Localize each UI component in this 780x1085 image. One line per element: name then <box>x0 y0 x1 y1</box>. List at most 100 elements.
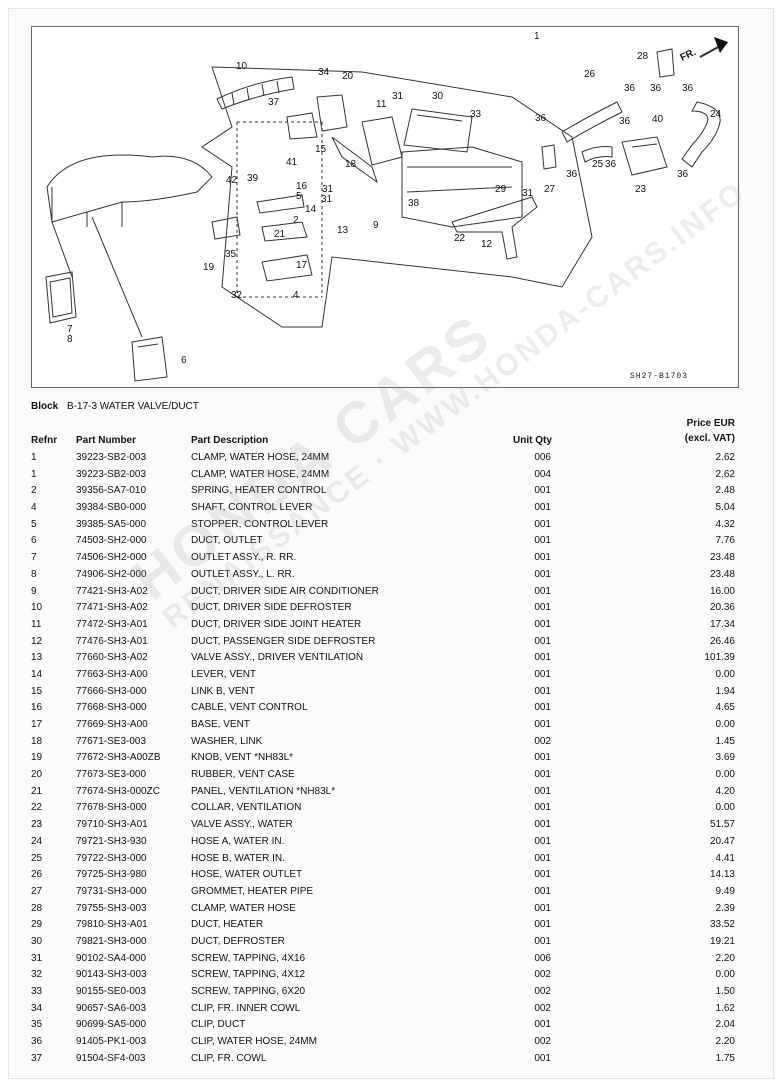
cell-description: WASHER, LINK <box>191 735 263 747</box>
cell-refnr: 13 <box>31 652 43 664</box>
diagram-callout: 42 <box>226 175 238 186</box>
cell-qty: 001 <box>534 518 551 530</box>
cell-description: CLIP, DUCT <box>191 1019 246 1031</box>
cell-qty: 001 <box>534 535 551 547</box>
cell-refnr: 16 <box>31 702 43 714</box>
cell-price: 2.48 <box>715 485 735 497</box>
cell-price: 5.04 <box>715 502 735 514</box>
cell-price: 4.41 <box>715 852 735 864</box>
diagram-callout: 39 <box>247 173 259 184</box>
cell-price: 101.39 <box>704 652 735 664</box>
cell-refnr: 15 <box>31 685 43 697</box>
cell-price: 14.13 <box>709 869 735 881</box>
cell-refnr: 30 <box>31 935 43 947</box>
diagram-callout: 36 <box>650 83 662 94</box>
cell-refnr: 1 <box>31 468 37 480</box>
diagram-callout: 13 <box>337 225 349 236</box>
cell-qty: 006 <box>534 452 551 463</box>
cell-part-number: 77671-SE3-003 <box>76 735 147 747</box>
cell-refnr: 5 <box>31 518 37 530</box>
cell-qty: 001 <box>534 485 551 497</box>
cell-description: BASE, VENT <box>191 719 250 730</box>
cell-price: 51.57 <box>709 819 735 831</box>
cell-refnr: 35 <box>31 1019 43 1031</box>
parts-table-body: 1 39223-SB2-003 CLAMP, WATER HOSE, 24MM 006… <box>31 450 735 1067</box>
diagram-callout: 14 <box>305 204 317 215</box>
cell-qty: 001 <box>534 652 551 664</box>
cell-part-number: 91405-PK1-003 <box>76 1036 147 1048</box>
diagram-callout: 33 <box>470 109 482 120</box>
cell-price: 1.62 <box>715 1002 735 1014</box>
cell-refnr: 36 <box>31 1036 43 1048</box>
diagram-code: SH27-B1703 <box>629 372 688 381</box>
diagram-callout: 29 <box>495 184 507 195</box>
cell-price: 2.39 <box>715 902 735 914</box>
cell-part-number: 77471-SH3-A02 <box>76 602 148 614</box>
cell-qty: 001 <box>534 819 551 831</box>
cell-qty: 001 <box>534 1019 551 1031</box>
cell-description: DUCT, HEATER <box>191 919 264 931</box>
cell-refnr: 37 <box>31 1052 43 1064</box>
diagram-callout: 36 <box>619 116 631 127</box>
cell-price: 7.76 <box>715 535 735 547</box>
cell-refnr: 8 <box>31 568 37 580</box>
diagram-callout: 7 <box>67 324 73 335</box>
cell-part-number: 74503-SH2-000 <box>76 535 147 547</box>
cell-part-number: 39223-SB2-003 <box>76 452 147 463</box>
header-part-description: Part Description <box>191 435 269 446</box>
cell-description: DUCT, DRIVER SIDE AIR CONDITIONER <box>191 585 379 597</box>
cell-refnr: 34 <box>31 1002 43 1014</box>
diagram-callout: 10 <box>236 61 248 72</box>
diagram-callout: 34 <box>318 67 330 78</box>
cell-refnr: 4 <box>31 502 37 514</box>
cell-qty: 001 <box>534 802 551 814</box>
cell-part-number: 74506-SH2-000 <box>76 552 147 564</box>
cell-part-number: 79722-SH3-000 <box>76 852 147 864</box>
cell-description: VALVE ASSY., WATER <box>191 819 293 831</box>
diagram-callout: 36 <box>605 159 617 170</box>
cell-refnr: 9 <box>31 585 37 597</box>
cell-qty: 002 <box>534 1002 551 1014</box>
cell-refnr: 32 <box>31 969 43 981</box>
cell-part-number: 79821-SH3-000 <box>76 935 147 947</box>
cell-description: COLLAR, VENTILATION <box>191 802 302 814</box>
cell-part-number: 79710-SH3-A01 <box>76 819 148 831</box>
cell-qty: 002 <box>534 986 551 997</box>
cell-refnr: 12 <box>31 635 43 647</box>
cell-part-number: 91504-SF4-003 <box>76 1052 146 1064</box>
diagram-callout: 36 <box>624 83 636 94</box>
diagram-callout: 1 <box>534 31 540 42</box>
cell-description: CLAMP, WATER HOSE, 24MM <box>191 452 330 463</box>
cell-part-number: 77476-SH3-A01 <box>76 635 148 647</box>
cell-refnr: 22 <box>31 802 43 814</box>
cell-part-number: 90102-SA4-000 <box>76 952 147 964</box>
cell-price: 0.00 <box>715 668 735 680</box>
cell-description: CLIP, FR. COWL <box>191 1052 267 1064</box>
cell-part-number: 77673-SE3-000 <box>76 769 147 781</box>
cell-refnr: 33 <box>31 986 43 997</box>
cell-qty: 001 <box>534 502 551 514</box>
cell-description: SCREW, TAPPING, 6X20 <box>191 986 306 997</box>
header-price: Price EUR (excl. VAT) <box>685 416 735 446</box>
cell-part-number: 79755-SH3-003 <box>76 902 147 914</box>
diagram-callout: 41 <box>286 157 298 168</box>
cell-refnr: 18 <box>31 735 43 747</box>
cell-qty: 001 <box>534 769 551 781</box>
cell-part-number: 79725-SH3-980 <box>76 869 147 881</box>
cell-price: 26.46 <box>709 635 735 647</box>
cell-qty: 001 <box>534 668 551 680</box>
cell-qty: 001 <box>534 719 551 730</box>
diagram-callout: 28 <box>637 51 649 62</box>
cell-refnr: 17 <box>31 719 43 730</box>
